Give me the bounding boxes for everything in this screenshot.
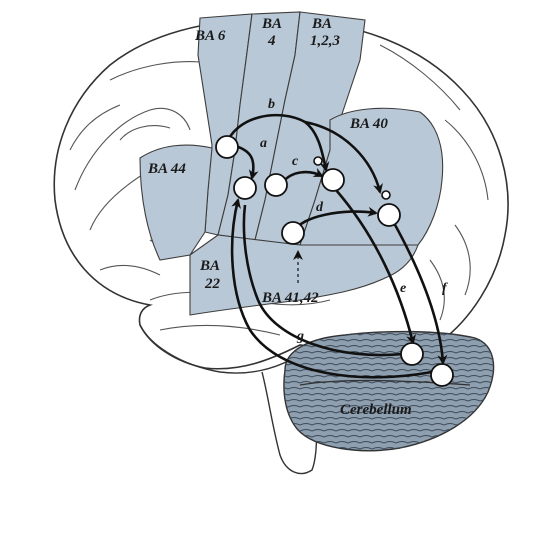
node-ba40 <box>378 204 400 226</box>
label-ba40: BA 40 <box>349 116 388 132</box>
label-ba4-num: 4 <box>267 33 276 49</box>
junction-node <box>382 191 390 199</box>
cerebellum-folia <box>284 332 494 451</box>
label-ba4142: BA 41,42 <box>261 290 319 306</box>
label-ba22-num: 22 <box>204 276 221 292</box>
node-sensory <box>322 169 344 191</box>
label-path-e: e <box>400 281 406 296</box>
label-cerebellum: Cerebellum <box>340 402 412 418</box>
node-ba22 <box>282 222 304 244</box>
node-cerebellum-left <box>401 343 423 365</box>
cerebellum <box>284 332 494 451</box>
node-motor <box>265 174 287 196</box>
label-ba123-top: BA <box>311 16 332 32</box>
label-path-b: b <box>268 97 275 112</box>
label-ba6: BA 6 <box>194 28 226 44</box>
node-ba44-upper <box>216 136 238 158</box>
label-path-c: c <box>292 154 299 169</box>
node-cerebellum-right <box>431 364 453 386</box>
label-ba44: BA 44 <box>147 161 186 177</box>
junction-node <box>314 157 322 165</box>
label-ba22-top: BA <box>199 258 220 274</box>
label-path-a: a <box>260 136 267 151</box>
label-path-g: g <box>296 329 304 344</box>
node-ba44-lower <box>234 177 256 199</box>
label-ba4-top: BA <box>261 16 282 32</box>
label-path-d: d <box>316 200 324 215</box>
label-ba123-num: 1,2,3 <box>310 33 341 49</box>
